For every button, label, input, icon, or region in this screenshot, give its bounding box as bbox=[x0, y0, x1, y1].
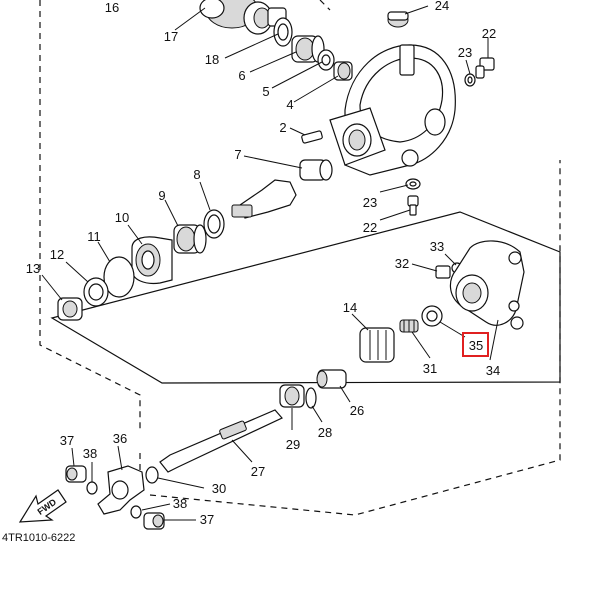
drive-shaft-part-27 bbox=[159, 409, 283, 473]
callout-29: 29 bbox=[286, 437, 300, 452]
bearing-part-7 bbox=[299, 159, 333, 181]
sleeve-part-26 bbox=[316, 369, 347, 389]
clip-part-38-top bbox=[86, 481, 98, 495]
callout-34: 34 bbox=[486, 363, 500, 378]
callout-11: 11 bbox=[87, 229, 101, 244]
universal-joint-part-36 bbox=[97, 465, 145, 515]
callout-23-lower: 23 bbox=[363, 195, 377, 210]
callout-22-top: 22 bbox=[482, 26, 496, 41]
callout-36: 36 bbox=[113, 431, 127, 446]
bearing-housing-part-10 bbox=[131, 236, 173, 285]
callout-16: 16 bbox=[105, 0, 119, 15]
callout-22-lower: 22 bbox=[363, 220, 377, 235]
highlight-box-35 bbox=[462, 332, 489, 357]
spring-part-31 bbox=[399, 319, 419, 333]
callout-37-top: 37 bbox=[60, 433, 74, 448]
washer-part-30 bbox=[145, 466, 159, 484]
leader-lines bbox=[41, 5, 499, 521]
callout-23-top: 23 bbox=[458, 45, 472, 60]
bevel-gear-top bbox=[199, 0, 287, 35]
callout-9: 9 bbox=[158, 188, 165, 203]
diagram-boundary bbox=[39, 0, 561, 516]
clip-part-38-bottom bbox=[130, 505, 142, 519]
bolt-part-22-top bbox=[475, 57, 495, 79]
part-callouts: 16 17 18 6 5 4 24 22 23 2 7 23 22 8 9 10… bbox=[26, 0, 500, 527]
bracket-housing-part-34 bbox=[449, 240, 525, 330]
cap-part-37-bottom bbox=[143, 512, 165, 530]
callout-5: 5 bbox=[262, 84, 269, 99]
callout-2: 2 bbox=[279, 120, 286, 135]
callout-6: 6 bbox=[238, 68, 245, 83]
callout-24: 24 bbox=[435, 0, 449, 13]
washer-part-23-top bbox=[464, 73, 476, 87]
ring-part-8 bbox=[203, 209, 225, 239]
gear-case-housing bbox=[329, 44, 456, 176]
bolt-part-32 bbox=[435, 265, 451, 279]
callout-18: 18 bbox=[205, 52, 219, 67]
oil-seal-part-35 bbox=[421, 305, 443, 327]
diagram-code: 4TR1010-6222 bbox=[2, 532, 75, 544]
cap-part-24 bbox=[387, 11, 409, 28]
callout-8: 8 bbox=[193, 167, 200, 182]
bearing-part-6 bbox=[291, 35, 325, 63]
coupler-part-29 bbox=[279, 384, 305, 408]
callout-7: 7 bbox=[234, 147, 241, 162]
callout-33: 33 bbox=[430, 239, 444, 254]
callout-32: 32 bbox=[395, 256, 409, 271]
callout-4: 4 bbox=[286, 97, 293, 112]
bearing-part-9 bbox=[173, 224, 207, 254]
cap-part-37-top bbox=[65, 465, 87, 483]
callout-10: 10 bbox=[115, 210, 129, 225]
seal-part-12 bbox=[83, 277, 109, 307]
washer-part-18 bbox=[273, 17, 293, 47]
ring-part-5 bbox=[317, 49, 335, 71]
pinion-gear bbox=[231, 179, 297, 219]
callout-12: 12 bbox=[50, 247, 64, 262]
callout-27: 27 bbox=[251, 464, 265, 479]
washer-part-23-lower bbox=[405, 178, 421, 190]
callout-26: 26 bbox=[350, 403, 364, 418]
stud-part-2 bbox=[301, 130, 323, 144]
callout-28: 28 bbox=[318, 425, 332, 440]
o-ring-part-11 bbox=[103, 256, 135, 298]
bushing-part-13 bbox=[57, 297, 83, 321]
callout-14: 14 bbox=[343, 300, 357, 315]
callout-13: 13 bbox=[26, 261, 40, 276]
callout-30: 30 bbox=[212, 481, 226, 496]
callout-38-top: 38 bbox=[83, 446, 97, 461]
circlip-part-28 bbox=[305, 387, 317, 409]
callout-35: 35 bbox=[469, 338, 483, 353]
callout-17: 17 bbox=[164, 29, 178, 44]
callout-38-bottom: 38 bbox=[173, 496, 187, 511]
callout-37-bottom: 37 bbox=[200, 512, 214, 527]
boot-part-14 bbox=[359, 327, 395, 363]
bolt-part-22-lower bbox=[407, 195, 419, 216]
forward-arrow-icon: FWD bbox=[18, 489, 67, 523]
bushing-part-4 bbox=[333, 61, 353, 81]
callout-31: 31 bbox=[423, 361, 437, 376]
